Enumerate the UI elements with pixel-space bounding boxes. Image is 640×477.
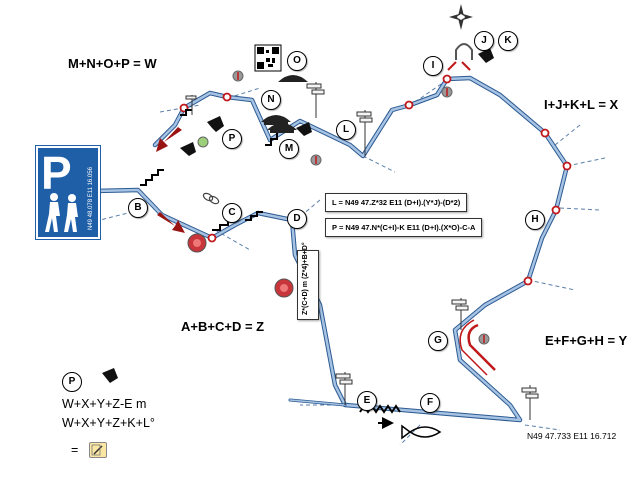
final-coordinates: N49 47.733 E11 16.712 [527,431,617,441]
waypoint-g: G [428,331,448,351]
equation-ijkl: I+J+K+L = X [544,97,619,112]
final-distance-formula: W+X+Y+Z-E m [62,397,147,411]
arrow-icon [157,212,185,233]
dot [207,233,217,243]
dot [540,128,550,138]
waypoint-h: H [525,210,545,230]
waypoint-o: O [287,51,307,71]
equation-abcd: A+B+C+D = Z [181,319,265,334]
dot [442,74,452,84]
equation-mnop: M+N+O+P = W [68,56,157,71]
rotated-formula-box: Z*(C+D) m (Z*4)+B+D° [297,242,319,320]
waypoint-f: F [420,393,440,413]
stairs-icons [140,109,278,231]
info-sign-icon [197,136,209,148]
waypoint-m: M [279,139,299,159]
waypoint-l: L [336,120,356,140]
parking-coordinates: N49 48.078 E11 16.056 [88,167,94,230]
notepad-icon [89,442,107,458]
final-bearing-formula: W+X+Y+Z+K+L° [62,416,155,430]
rotated-formula-text: Z*(C+D) m (Z*4)+B+D° [302,242,309,315]
bench-icon [180,142,196,156]
signpost-icon [356,110,373,156]
waypoint-c: C [222,203,242,223]
main-route [91,75,570,423]
equation-efgh: E+F+G+H = Y [545,333,628,348]
dot [523,276,533,286]
bench-icon [102,368,118,383]
dot [562,161,572,171]
waypoint-e: E [357,391,377,411]
info-sign-icons [197,70,490,345]
signpost-icons [185,82,539,420]
signpost-icon [451,298,469,330]
compass-icon [449,4,473,30]
dot [404,100,414,110]
signpost-icon [306,82,325,118]
fish-icon [401,424,442,440]
hairpin-arrow-icon [459,319,496,376]
shelter-icons [261,75,308,133]
arrow-icon [156,127,182,152]
direction-arrows [156,127,185,233]
waypoint-d: D [287,209,307,229]
waypoint-n: N [261,90,281,110]
qr-code-icon [254,44,282,72]
waypoint-p: P [222,129,242,149]
waypoint-i: I [423,56,443,76]
l-formula-box: L = N49 47.Z*32 E11 (D+I).(Y*J)-(D*2) [325,193,468,212]
legend-p-bubble: P [62,372,82,392]
waypoint-k: K [498,31,518,51]
horseshoe-icon [447,43,473,71]
signpost-icon [185,95,197,115]
bench-icon [296,122,312,136]
bench-icon [478,48,494,63]
waypoint-b: B [128,198,148,218]
p-formula-box: P = N49 47.N*(C+I)-K E11 (D+I).(X*O)-C-A [325,218,483,237]
waypoint-j: J [474,31,494,51]
signpost-icon [521,385,539,420]
parking-sign-icon: P N49 48.078 E11 16.056 [35,145,101,240]
flower-icons [187,233,294,298]
dot [551,205,561,215]
bench-icon [207,116,224,132]
hikers-icon [45,193,78,232]
equals-sign: = [71,443,79,457]
key-icon [202,192,220,205]
signpost-icon [335,372,353,405]
bench-icons [102,48,494,383]
dot [222,92,232,102]
